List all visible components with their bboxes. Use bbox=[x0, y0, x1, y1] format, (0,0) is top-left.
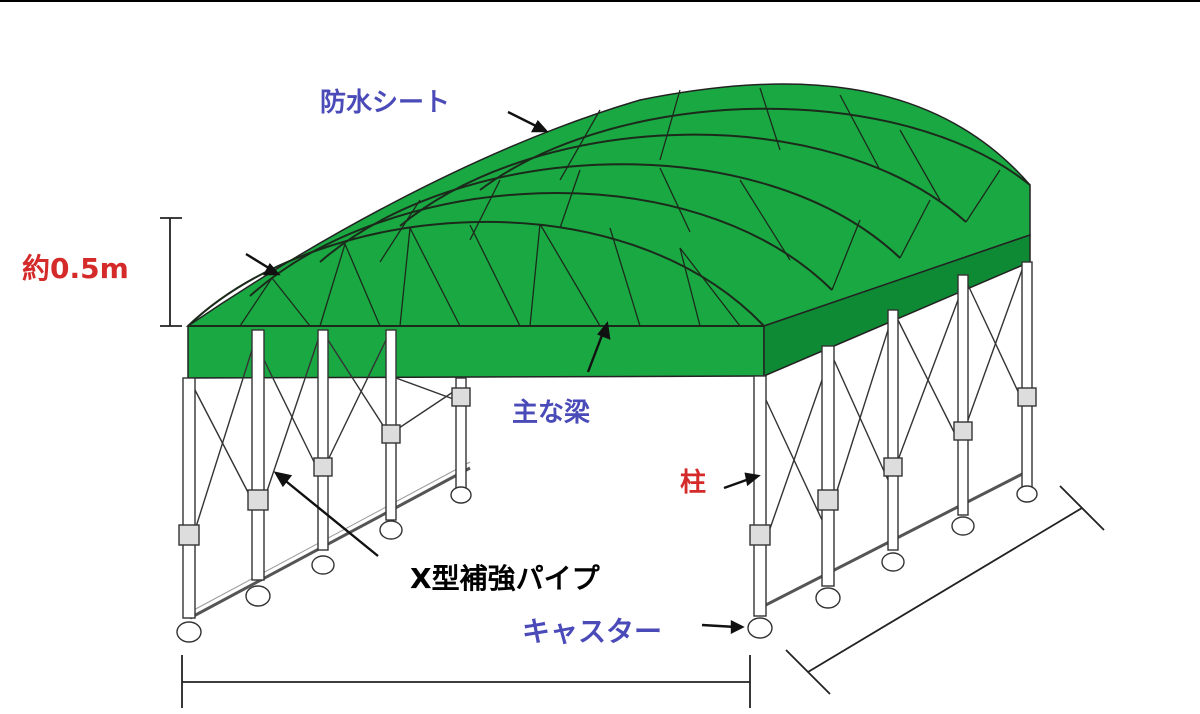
caster bbox=[815, 587, 841, 609]
main-beam-label: 主な梁 bbox=[512, 398, 591, 428]
canopy-roof bbox=[185, 83, 1031, 327]
top-rule bbox=[0, 0, 1200, 2]
canopy-front-skirt bbox=[187, 325, 765, 379]
post bbox=[821, 345, 835, 587]
caster bbox=[1016, 485, 1038, 503]
caster bbox=[747, 617, 773, 639]
caster bbox=[245, 585, 271, 607]
left-casters bbox=[176, 486, 472, 643]
roof-lattice bbox=[239, 87, 1001, 327]
height-label: 約0.5m bbox=[22, 252, 129, 285]
caster bbox=[379, 520, 403, 540]
waterproof-sheet-label: 防水シート bbox=[320, 88, 451, 118]
caster bbox=[881, 552, 905, 572]
post bbox=[317, 329, 329, 551]
dimensions bbox=[160, 217, 1105, 708]
right-joints bbox=[749, 387, 1037, 546]
arrow-caster bbox=[701, 623, 737, 629]
post bbox=[1021, 261, 1033, 488]
leader-arrows bbox=[245, 110, 761, 634]
post bbox=[753, 375, 767, 617]
right-casters bbox=[747, 485, 1038, 639]
left-x-braces bbox=[194, 339, 457, 531]
post bbox=[887, 309, 899, 551]
caster bbox=[951, 516, 975, 536]
arrow-beam bbox=[586, 329, 606, 373]
post bbox=[251, 329, 265, 581]
post-label: 柱 bbox=[680, 468, 707, 498]
roof-ribs bbox=[187, 107, 1031, 327]
arrow-x-brace bbox=[281, 477, 379, 557]
x-brace-label: X型補強パイプ bbox=[410, 562, 600, 595]
right-posts bbox=[753, 261, 1033, 617]
post bbox=[957, 274, 969, 516]
caster bbox=[311, 555, 335, 575]
arrow-sheet bbox=[507, 110, 541, 130]
canopy bbox=[185, 83, 1031, 379]
frame bbox=[176, 261, 1038, 643]
left-joints bbox=[178, 387, 471, 546]
caster-label: キャスター bbox=[522, 615, 663, 648]
right-x-braces bbox=[765, 269, 1023, 541]
post bbox=[182, 377, 196, 619]
depth-dimension-line bbox=[807, 507, 1083, 673]
caster bbox=[450, 486, 472, 504]
caster bbox=[176, 621, 202, 643]
